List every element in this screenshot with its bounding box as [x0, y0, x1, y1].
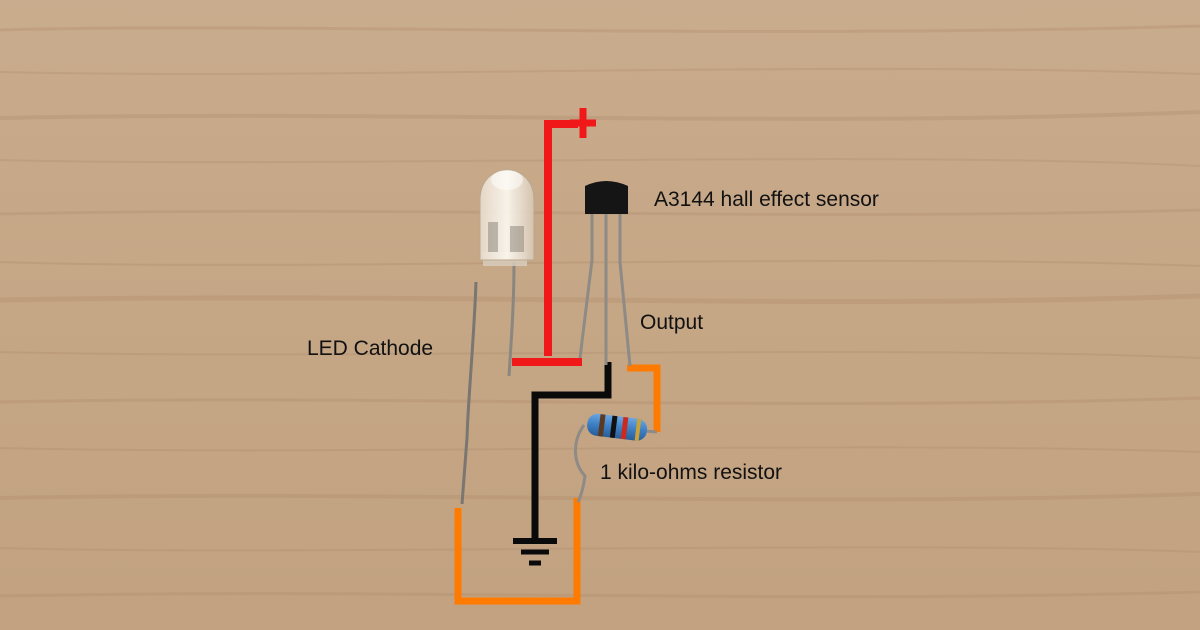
orange-wire	[454, 364, 661, 605]
led	[460, 169, 535, 505]
ground-wire	[531, 362, 612, 540]
led-cathode-label: LED Cathode	[307, 337, 434, 360]
output-label: Output	[640, 311, 704, 334]
vcc-wire	[512, 120, 582, 366]
ground-symbol	[513, 538, 557, 566]
plus-symbol	[570, 108, 596, 138]
resistor	[574, 413, 658, 503]
sensor-label: A3144 hall effect sensor	[654, 188, 879, 211]
resistor-label: 1 kilo-ohms resistor	[600, 461, 783, 484]
hall-sensor	[578, 181, 632, 367]
